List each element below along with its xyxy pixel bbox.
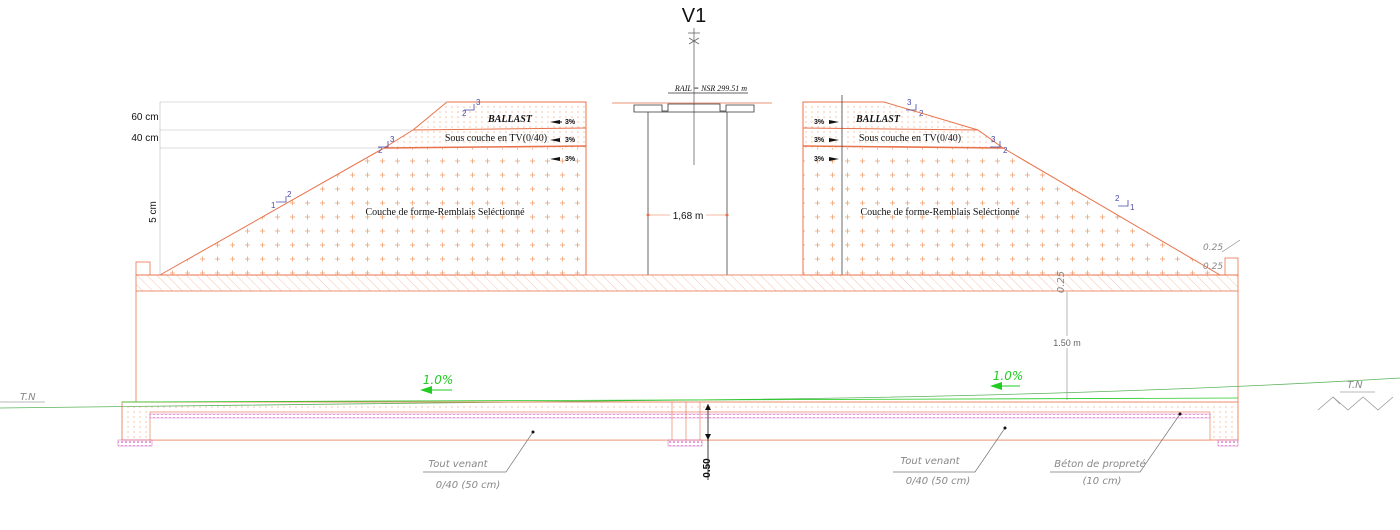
green-slope-indicators: 1.0% 1.0% (420, 369, 1023, 394)
opening-height-dimension: 1.50 m (1053, 338, 1081, 348)
right-ballast-label: BALLAST (855, 114, 901, 125)
right-forme-label: Couche de forme-Remblais Seléctionné (860, 207, 1020, 218)
foundation-slab: 0.50 (117, 397, 1239, 480)
tout-venant-spec-1: 0/40 (50 cm) (436, 480, 501, 491)
couche-forme-height: 5 cm (148, 201, 159, 223)
right-slope-1: 3% (814, 119, 825, 126)
left-ratio-top-h: 3 (476, 98, 481, 107)
left-embankment: BALLAST Sous couche en TV(0/40) Couche d… (150, 98, 587, 276)
annotations: Tout venant 0/40 (50 cm) Tout venant 0/4… (423, 412, 1182, 491)
right-ratio-top-v: 2 (919, 109, 924, 118)
sous-couche-height: 40 cm (131, 133, 158, 144)
right-ratio-low-v: 1 (1130, 203, 1135, 212)
title: V1 (682, 5, 706, 27)
ballast-height: 60 cm (131, 112, 158, 123)
terrain-label-right: T.N (1347, 380, 1363, 391)
terrain-label-left: T.N (20, 392, 36, 403)
center-gap-dimension: 1,68 m (673, 211, 704, 222)
left-sous-couche-label: Sous couche en TV(0/40) (445, 133, 547, 144)
right-ratio-top-h: 3 (907, 98, 912, 107)
left-slope-2: 3% (565, 137, 576, 144)
tout-venant-label-2: Tout venant (900, 456, 960, 467)
left-slope-1: 3% (565, 119, 576, 126)
left-ratio-low-v: 1 (271, 201, 276, 210)
left-ratio-marks (276, 104, 475, 203)
bridge-deck: 0.25 1.50 m (135, 257, 1239, 402)
right-slope-3: 3% (814, 156, 825, 163)
beton-label: Béton de propreté (1054, 458, 1146, 470)
axis-marker (688, 28, 700, 165)
height-dimensions: 60 cm 40 cm 5 cm (131, 101, 447, 275)
left-ratio-low-h: 2 (287, 190, 292, 199)
rail-label: RAIL = NSR 299.51 m (674, 84, 747, 93)
right-ratio-mid-v: 2 (1003, 146, 1008, 155)
rail-detail: RAIL = NSR 299.51 m 1,68 m (612, 84, 772, 275)
deck-thickness-dimension: 0.25 (1056, 271, 1067, 293)
right-ratio-low-h: 2 (1115, 194, 1120, 203)
left-forme-label: Couche de forme-Remblais Seléctionné (365, 207, 525, 218)
tout-venant-label-1: Tout venant (428, 459, 488, 470)
right-ratio-marks (906, 104, 1129, 207)
left-ballast-label: BALLAST (487, 114, 533, 125)
left-ratio-top-v: 2 (462, 109, 467, 118)
right-sous-couche-label: Sous couche en TV(0/40) (859, 133, 961, 144)
terrain-hatch-symbol (1317, 396, 1394, 411)
edge-dim-top: 0.25 (1203, 243, 1223, 253)
left-slope-3: 3% (565, 156, 576, 163)
left-ratio-mid-v: 2 (378, 146, 383, 155)
right-slope-2: 3% (814, 137, 825, 144)
right-embankment: BALLAST Sous couche en TV(0/40) Couche d… (802, 95, 1241, 276)
slope-label-right: 1.0% (993, 369, 1024, 383)
edge-dim-bottom: 0.25 (1203, 262, 1223, 272)
left-ratio-mid-h: 3 (390, 135, 395, 144)
slope-label-left: 1.0% (423, 373, 454, 387)
right-slope-arrows (829, 120, 839, 161)
tout-venant-spec-2: 0/40 (50 cm) (906, 476, 971, 487)
beton-spec: (10 cm) (1083, 476, 1122, 487)
right-ratio-mid-h: 3 (991, 135, 996, 144)
slab-thickness-dimension: 0.50 (702, 458, 713, 478)
left-slope-arrows (550, 120, 562, 161)
